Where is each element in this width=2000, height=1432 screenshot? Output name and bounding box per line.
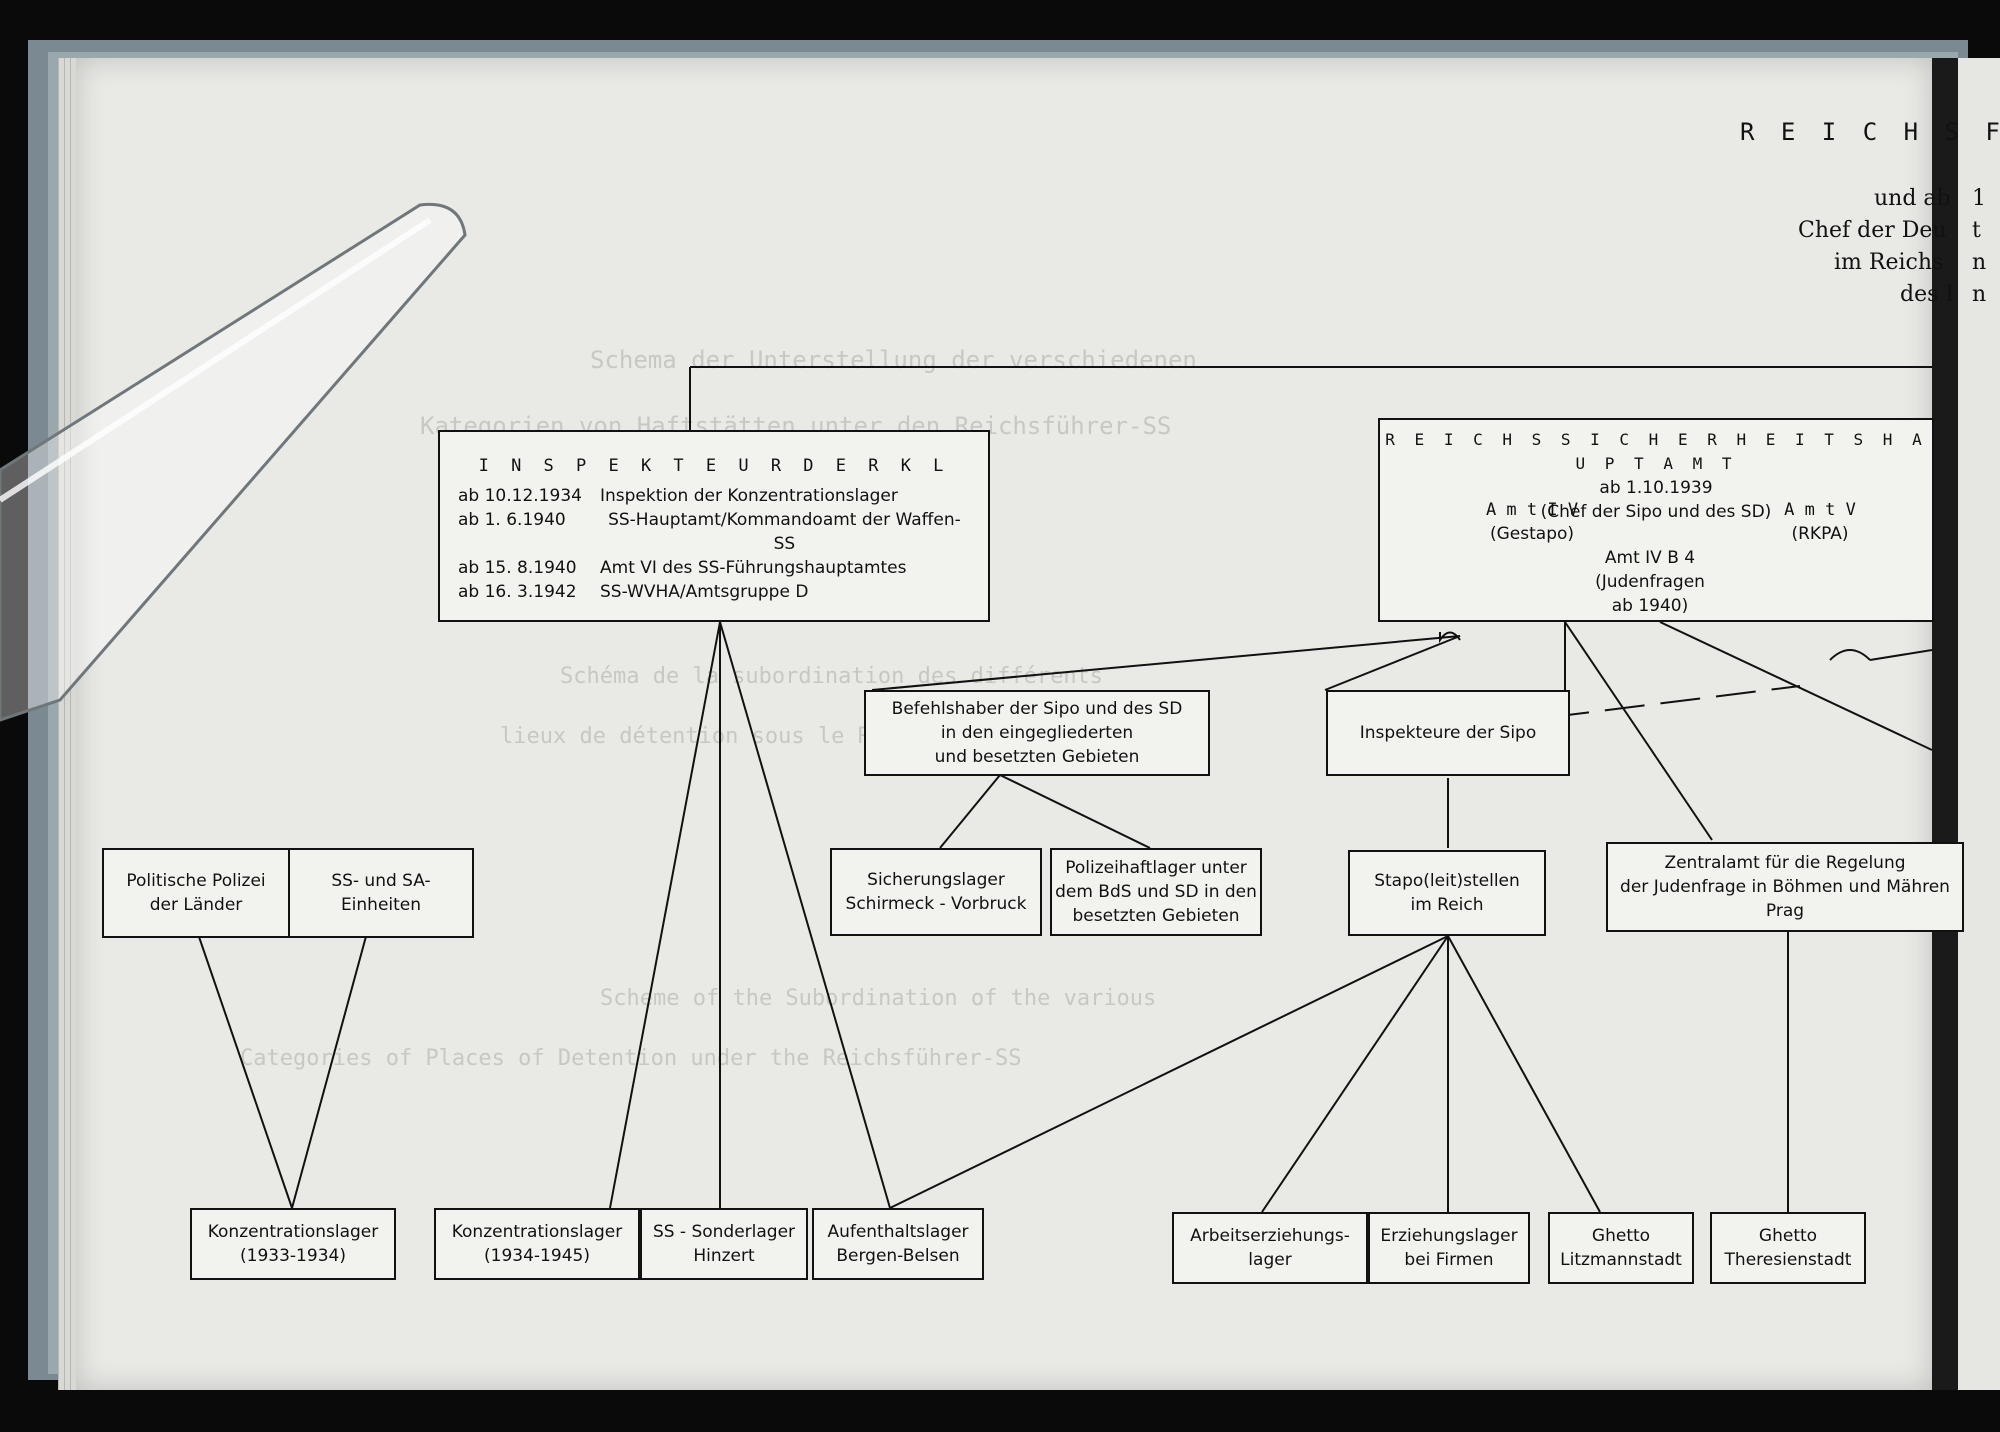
erziehungslager-line-1: Erziehungslager — [1380, 1226, 1518, 1246]
inspekteur-date-4: ab 16. 3.1942 — [458, 582, 577, 602]
box-erziehungslager: Erziehungslager bei Firmen — [1368, 1212, 1530, 1284]
header-line-4: des I — [1900, 282, 1955, 307]
sicherungslager-line-1: Sicherungslager — [867, 870, 1005, 890]
rsha-title: R E I C H S S I C H E R H E I T S H A U … — [1385, 430, 1927, 473]
box-befehlshaber: Befehlshaber der Sipo und des SD in den … — [864, 690, 1210, 776]
rsha-since: ab 1.10.1939 — [1599, 478, 1713, 498]
rsha-amt4-sub: (Gestapo) — [1489, 524, 1575, 544]
edge-line-1: 1 — [1972, 186, 1986, 211]
erziehungslager-line-2: bei Firmen — [1404, 1250, 1494, 1270]
stapo-line-1: Stapo(leit)stellen — [1374, 871, 1520, 891]
box-inspekteur-kl: I N S P E K T E U R D E R K L ab 10.12.1… — [438, 430, 990, 622]
rsha-amt4b4-group: Amt IV B 4 (Judenfragen ab 1940) — [1550, 546, 1750, 618]
box-polizeihaftlager: Polizeihaftlager unter dem BdS und SD in… — [1050, 848, 1262, 936]
rsha-amt4-group: A m t I V (Gestapo) — [1472, 498, 1592, 546]
kl1-line-2: (1933-1934) — [240, 1246, 346, 1266]
rsha-amt5-group: A m t V (RKPA) — [1760, 498, 1880, 546]
box-politische-polizei: Politische Polizei der Länder — [102, 848, 290, 938]
box-zentralamt: Zentralamt für die Regelung der Judenfra… — [1606, 842, 1964, 932]
inspekteur-date-3: ab 15. 8.1940 — [458, 558, 577, 578]
rsha-ab1940: ab 1940) — [1611, 596, 1689, 616]
ss-sonderlager-line-2: Hinzert — [693, 1246, 755, 1266]
page-edge-1 — [58, 58, 65, 1390]
header-title: R E I C H S F — [1740, 118, 2000, 146]
ghetto-litz-line-1: Ghetto — [1591, 1226, 1651, 1246]
ghetto-litz-line-2: Litzmannstadt — [1560, 1250, 1682, 1270]
box-stapo: Stapo(leit)stellen im Reich — [1348, 850, 1546, 936]
politische-polizei-line-2: der Länder — [149, 895, 243, 915]
inspekteur-text-2: SS-Hauptamt/Kommandoamt der Waffen-SS — [608, 510, 961, 554]
zentralamt-line-1: Zentralamt für die Regelung — [1664, 853, 1906, 873]
ghetto-ther-line-1: Ghetto — [1758, 1226, 1818, 1246]
befehlshaber-line-2: in den eingegliederten — [940, 723, 1134, 743]
page-edge-3 — [70, 58, 77, 1390]
inspekteur-row-4: ab 16. 3.1942 SS-WVHA/Amtsgruppe D — [458, 580, 970, 604]
rsha-amt5: A m t V — [1784, 500, 1856, 520]
rsha-amt5-sub: (RKPA) — [1791, 524, 1849, 544]
kl1-line-1: Konzentrationslager — [207, 1222, 379, 1242]
aufenthaltslager-line-2: Bergen-Belsen — [836, 1246, 960, 1266]
box-arbeitserziehungslager: Arbeitserziehungs- lager — [1172, 1212, 1368, 1284]
inspekteur-row-1: ab 10.12.1934 Inspektion der Konzentratio… — [458, 484, 970, 508]
box-rsha: R E I C H S S I C H E R H E I T S H A U … — [1378, 418, 1934, 622]
polizeihaftlager-line-2: dem BdS und SD in den — [1055, 882, 1257, 902]
befehlshaber-line-1: Befehlshaber der Sipo und des SD — [891, 699, 1183, 719]
header-line-1: und ab — [1874, 186, 1951, 211]
ss-sa-line-1: SS- und SA- — [331, 871, 431, 891]
box-ghetto-litzmannstadt: Ghetto Litzmannstadt — [1548, 1212, 1694, 1284]
inspekteur-date-1: ab 10.12.1934 — [458, 486, 582, 506]
befehlshaber-line-3: und besetzten Gebieten — [934, 747, 1140, 767]
politische-polizei-line-1: Politische Polizei — [126, 871, 266, 891]
ss-sonderlager-line-1: SS - Sonderlager — [652, 1222, 796, 1242]
inspekteur-text-4: SS-WVHA/Amtsgruppe D — [600, 582, 809, 602]
inspekteur-title: I N S P E K T E U R D E R K L — [478, 456, 950, 476]
polizeihaftlager-line-3: besetzten Gebieten — [1072, 906, 1240, 926]
sicherungslager-line-2: Schirmeck - Vorbruck — [845, 894, 1027, 914]
header-line-2: Chef der Deu — [1798, 218, 1947, 243]
box-sicherungslager: Sicherungslager Schirmeck - Vorbruck — [830, 848, 1042, 936]
arbeitserziehungslager-line-1: Arbeitserziehungs- — [1190, 1226, 1350, 1246]
inspekteur-date-2: ab 1. 6.1940 — [458, 510, 566, 530]
inspekteur-row-3: ab 15. 8.1940 Amt VI des SS-Führungshaupt… — [458, 556, 970, 580]
ss-sa-line-2: Einheiten — [340, 895, 422, 915]
zentralamt-line-2: der Judenfrage in Böhmen und Mähren — [1620, 877, 1950, 897]
box-inspekteure-sipo: Inspekteure der Sipo — [1326, 690, 1570, 776]
ghetto-ther-line-2: Theresienstadt — [1724, 1250, 1852, 1270]
edge-line-3: n — [1972, 250, 1987, 275]
zentralamt-line-3: Prag — [1765, 901, 1805, 921]
rsha-judenfragen: (Judenfragen — [1595, 572, 1705, 592]
rsha-chef: (Chef der Sipo und des SD) — [1540, 502, 1772, 522]
book-gutter — [1932, 58, 1958, 1390]
inspekteure-sipo-label: Inspekteure der Sipo — [1359, 723, 1537, 743]
kl2-line-2: (1934-1945) — [484, 1246, 590, 1266]
header-line-3: im Reichs — [1834, 250, 1944, 275]
edge-line-2: t — [1972, 218, 1981, 243]
arbeitserziehungslager-line-2: lager — [1248, 1250, 1292, 1270]
box-kl-1933: Konzentrationslager (1933-1934) — [190, 1208, 396, 1280]
box-kl-1934: Konzentrationslager (1934-1945) — [434, 1208, 640, 1280]
aufenthaltslager-line-1: Aufenthaltslager — [827, 1222, 969, 1242]
rsha-amt4b4: Amt IV B 4 — [1604, 548, 1696, 568]
polizeihaftlager-line-1: Polizeihaftlager unter — [1065, 858, 1247, 878]
rsha-amt4: A m t I V — [1485, 500, 1579, 520]
page-edge-2 — [64, 58, 71, 1390]
ghost-title-en: Scheme of the Subordination of the vario… — [600, 986, 1157, 1011]
edge-line-4: n — [1972, 282, 1987, 307]
box-ss-sa-einheiten: SS- und SA- Einheiten — [288, 848, 474, 938]
ghost-title-de: Schema der Unterstellung der verschieden… — [590, 346, 1197, 374]
box-ss-sonderlager: SS - Sonderlager Hinzert — [640, 1208, 808, 1280]
stapo-line-2: im Reich — [1410, 895, 1484, 915]
inspekteur-row-2: ab 1. 6.1940 SS-Hauptamt/Kommandoamt der … — [458, 508, 970, 556]
box-ghetto-theresienstadt: Ghetto Theresienstadt — [1710, 1212, 1866, 1284]
inspekteur-text-1: Inspektion der Konzentrationslager — [600, 486, 898, 506]
facing-page — [1958, 58, 2000, 1390]
ghost-subtitle-en: Categories of Places of Detention under … — [240, 1046, 1022, 1071]
inspekteur-text-3: Amt VI des SS-Führungshauptamtes — [600, 558, 907, 578]
box-aufenthaltslager: Aufenthaltslager Bergen-Belsen — [812, 1208, 984, 1280]
kl2-line-1: Konzentrationslager — [451, 1222, 623, 1242]
